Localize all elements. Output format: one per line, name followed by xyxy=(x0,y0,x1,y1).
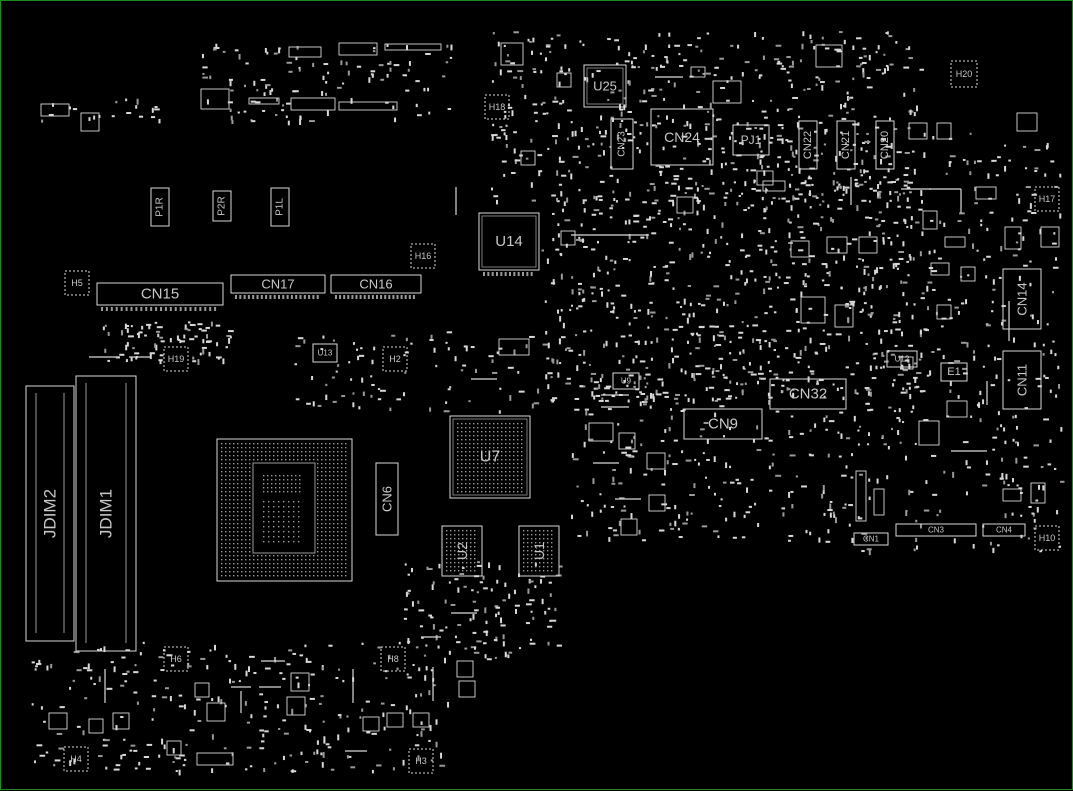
misc-ics xyxy=(40,42,1060,766)
u13-chip[interactable]: U13 xyxy=(312,343,338,363)
mounting-hole-h6-label: H6 xyxy=(170,654,182,664)
jdim1-slot-label: JDIM1 xyxy=(97,489,116,538)
cn15-connector[interactable]: CN15 xyxy=(96,282,224,311)
mounting-hole-h2-label: H2 xyxy=(389,354,401,364)
mounting-hole-h8[interactable]: H8 xyxy=(380,646,406,672)
u25-chip-label: U25 xyxy=(593,79,617,94)
cn24-connector-label: CN24 xyxy=(664,129,700,145)
p1l-pad-label: P1L xyxy=(275,198,286,216)
cn15-connector-label: CN15 xyxy=(141,286,179,303)
cn1-connector[interactable]: CN1 xyxy=(853,532,889,546)
passive-components xyxy=(31,31,1065,776)
mounting-hole-h17[interactable]: H17 xyxy=(1034,186,1060,212)
u2-label: U2 xyxy=(454,542,470,560)
p1l-pad[interactable]: P1L xyxy=(270,187,290,227)
cn23-connector[interactable]: CN23 xyxy=(610,118,634,170)
cn3-connector[interactable]: CN3 xyxy=(895,523,977,537)
mounting-hole-h2[interactable]: H2 xyxy=(382,346,408,372)
mounting-hole-h10-label: H10 xyxy=(1039,533,1056,543)
mounting-hole-h17-label: H17 xyxy=(1039,194,1056,204)
cn16-connector-label: CN16 xyxy=(359,277,392,292)
p2r-pad-label: P2R xyxy=(217,196,228,215)
cn22-connector[interactable]: CN22 xyxy=(798,120,818,170)
u7-label: U7 xyxy=(480,449,501,466)
u9-chip[interactable]: U9 xyxy=(612,372,640,390)
cn1-connector-label: CN1 xyxy=(863,535,880,544)
cn20-connector[interactable]: CN20 xyxy=(875,120,895,170)
silk-lines xyxy=(89,76,1010,752)
u25-chip[interactable]: U25 xyxy=(583,64,627,108)
e1-component[interactable]: E1 xyxy=(940,362,968,382)
mounting-hole-h18-label: H18 xyxy=(489,102,506,112)
mounting-hole-h19-label: H19 xyxy=(168,354,185,364)
cn32-connector-label: CN32 xyxy=(789,386,827,403)
u7-chip[interactable]: U7 xyxy=(449,415,531,499)
mounting-hole-h20[interactable]: H20 xyxy=(950,60,978,88)
cn14-connector[interactable]: CN14 xyxy=(1002,268,1042,330)
cn4-connector[interactable]: CN4 xyxy=(982,523,1026,537)
cn6-connector-label: CN6 xyxy=(380,486,395,512)
mounting-hole-h3[interactable]: H3 xyxy=(408,748,434,774)
cn6-connector[interactable]: CN6 xyxy=(375,462,399,536)
u14-chip[interactable]: U14 xyxy=(478,212,540,276)
cn23-connector-label: CN23 xyxy=(617,131,628,157)
jdim1-slot[interactable]: JDIM1 xyxy=(75,375,137,652)
u1-chip[interactable]: U1 xyxy=(518,525,560,577)
cn17-connector[interactable]: CN17 xyxy=(230,274,326,299)
pj1-jack[interactable]: PJ1 xyxy=(732,124,770,156)
u14-chip-label: U14 xyxy=(495,233,523,250)
cn17-connector-label: CN17 xyxy=(261,277,294,292)
pj1-jack-label: PJ1 xyxy=(741,133,762,147)
cn11-connector-label: CN11 xyxy=(1015,364,1030,396)
cn21-connector-label: CN21 xyxy=(840,131,852,159)
mounting-hole-h20-label: H20 xyxy=(956,69,973,79)
cn16-connector[interactable]: CN16 xyxy=(330,274,422,299)
jdim2-slot[interactable]: JDIM2 xyxy=(25,385,75,642)
cn11-connector[interactable]: CN11 xyxy=(1002,350,1042,410)
p1r-pad[interactable]: P1R xyxy=(150,187,170,227)
u1-label: U1 xyxy=(531,542,547,560)
cpu-socket[interactable] xyxy=(216,438,353,582)
mounting-hole-h18[interactable]: H18 xyxy=(484,94,510,120)
cn9-connector-label: CN9 xyxy=(708,416,738,433)
mounting-hole-h10[interactable]: H10 xyxy=(1034,525,1060,551)
mounting-hole-h5-label: H5 xyxy=(71,278,83,288)
mounting-hole-h5[interactable]: H5 xyxy=(64,270,90,296)
mounting-hole-h16[interactable]: H16 xyxy=(410,243,436,269)
mounting-hole-h6[interactable]: H6 xyxy=(163,646,189,672)
cn4-connector-label: CN4 xyxy=(996,526,1013,535)
e1-component-label: E1 xyxy=(947,366,960,378)
p2r-pad[interactable]: P2R xyxy=(212,190,232,222)
mounting-hole-h3-label: H3 xyxy=(415,756,427,766)
mounting-hole-h4-label: H4 xyxy=(70,754,82,764)
mounting-hole-h8-label: H8 xyxy=(387,654,399,664)
u12-chip[interactable]: U12 xyxy=(886,350,918,368)
cn32-connector[interactable]: CN32 xyxy=(769,378,847,410)
cn24-connector[interactable]: CN24 xyxy=(650,108,714,166)
u12-chip-label: U12 xyxy=(895,355,910,364)
p1r-pad-label: P1R xyxy=(155,197,166,216)
cn14-connector-label: CN14 xyxy=(1015,282,1030,315)
cn20-connector-label: CN20 xyxy=(879,131,891,159)
jdim2-slot-label: JDIM2 xyxy=(41,489,60,538)
mounting-hole-h16-label: H16 xyxy=(415,251,432,261)
u9-chip-label: U9 xyxy=(621,377,632,386)
mounting-hole-h19[interactable]: H19 xyxy=(163,346,189,372)
cn3-connector-label: CN3 xyxy=(928,526,945,535)
u13-chip-label: U13 xyxy=(318,349,333,358)
cn22-connector-label: CN22 xyxy=(802,131,814,159)
mounting-hole-h4[interactable]: H4 xyxy=(63,746,89,772)
cn9-connector[interactable]: CN9 xyxy=(683,408,763,440)
u2-chip[interactable]: U2 xyxy=(441,525,483,577)
cn21-connector[interactable]: CN21 xyxy=(836,120,856,170)
